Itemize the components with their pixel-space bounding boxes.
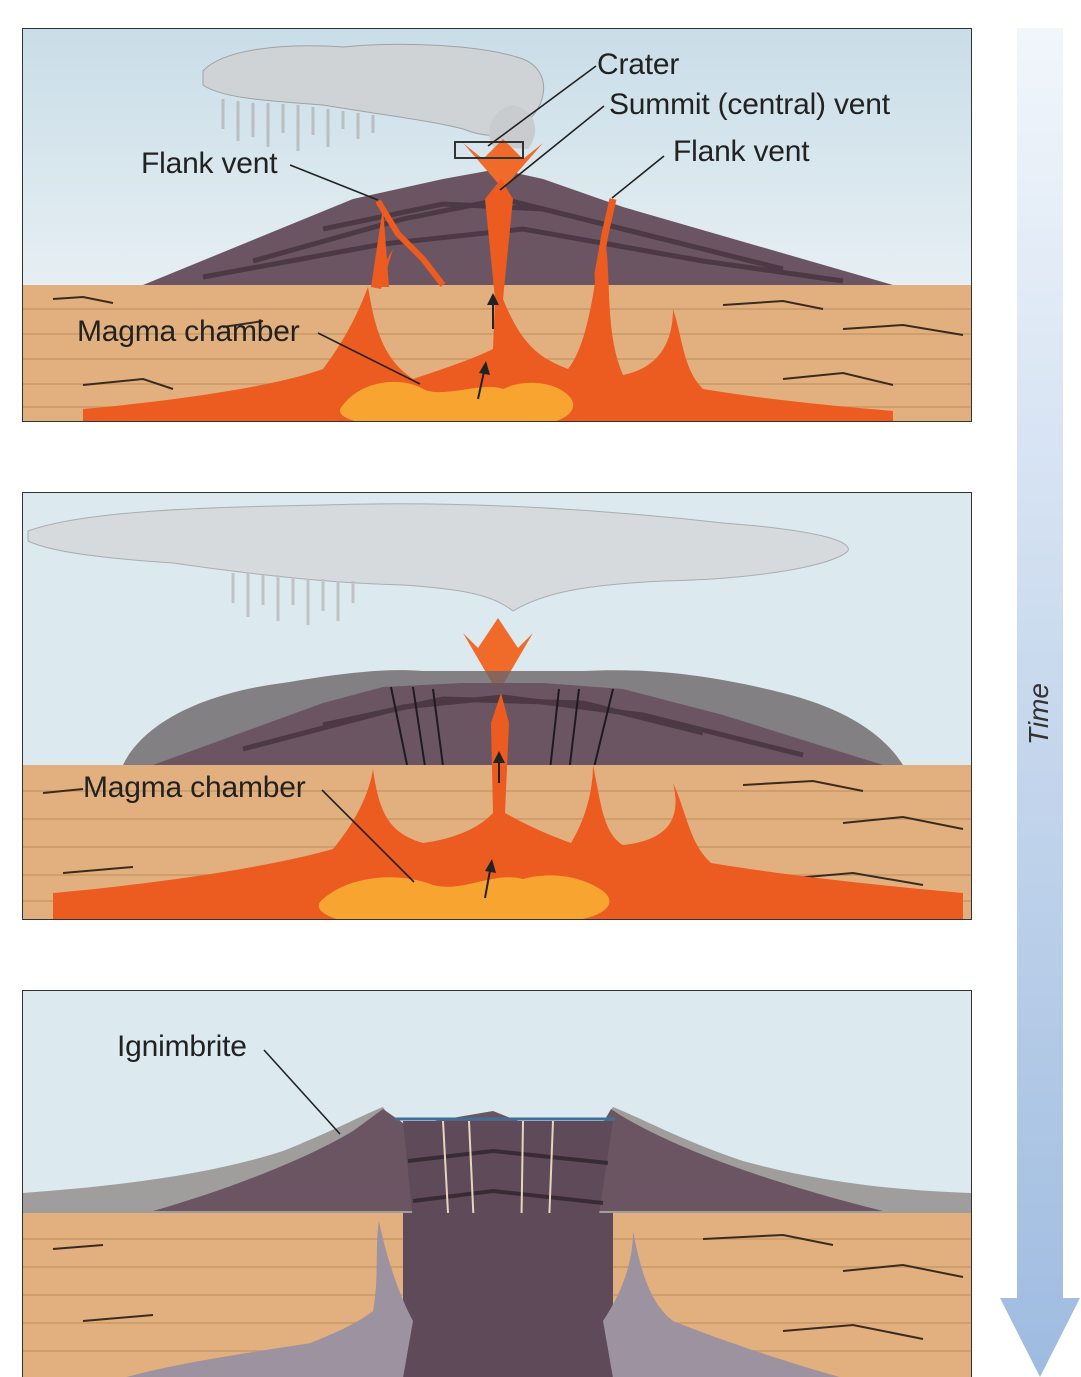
summit-vent-label: Summit (central) vent xyxy=(609,88,890,121)
crater-label: Crater xyxy=(597,48,680,81)
panel2-illustration xyxy=(23,493,971,919)
flank-vent-left-label: Flank vent xyxy=(141,147,278,180)
panel3-illustration xyxy=(23,991,971,1377)
panel-caldera-stage xyxy=(22,990,972,1377)
magma-chamber-label-1: Magma chamber xyxy=(77,315,300,348)
time-arrow xyxy=(1000,28,1080,1377)
time-axis-label: Time xyxy=(1023,683,1054,745)
ignimbrite-label: Ignimbrite xyxy=(117,1030,247,1063)
magma-chamber-label-2: Magma chamber xyxy=(83,771,306,804)
panel-caldera-collapse-stage xyxy=(22,492,972,920)
flank-vent-right-label: Flank vent xyxy=(673,135,810,168)
